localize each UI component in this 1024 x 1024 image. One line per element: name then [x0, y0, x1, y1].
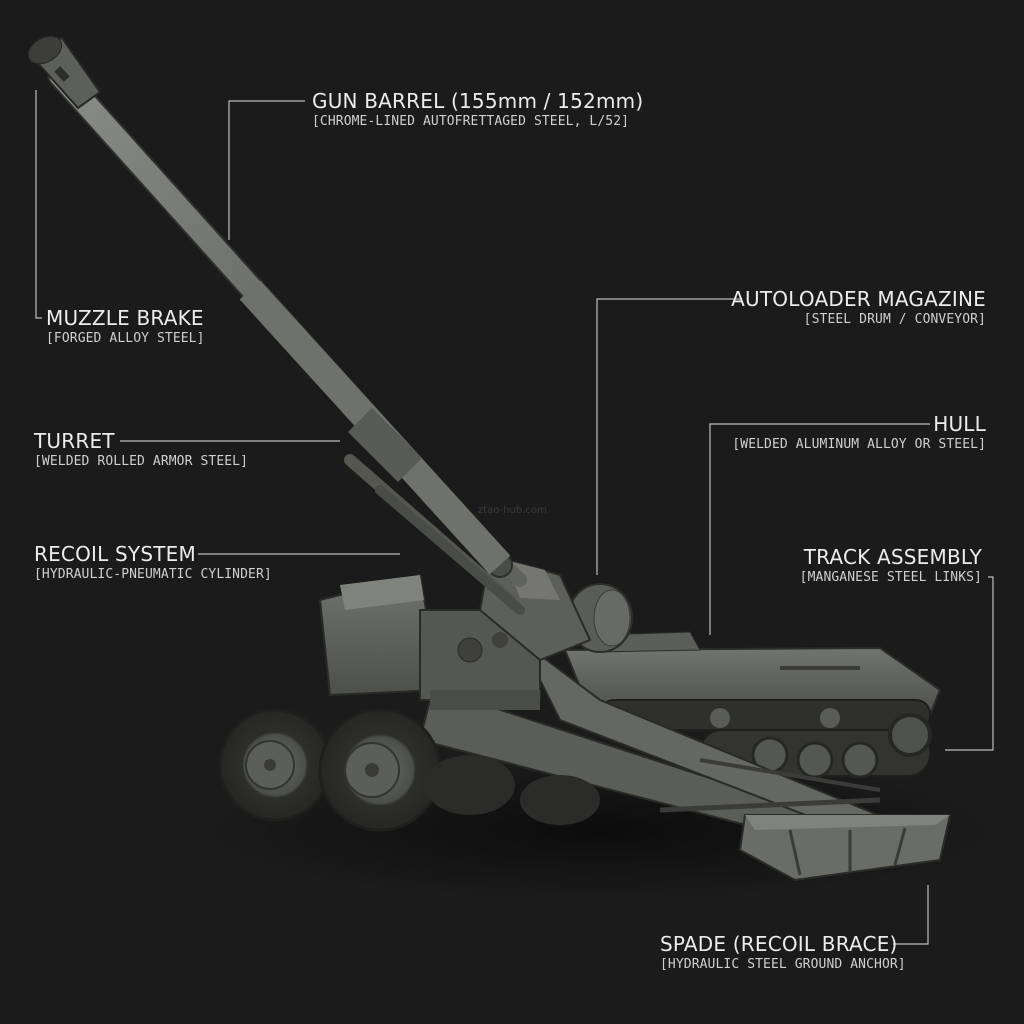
spade: [738, 814, 952, 882]
label-muzzle-brake-sub: [FORGED ALLOY STEEL]: [46, 331, 205, 346]
label-gun-barrel-sub: [CHROME-LINED AUTOFRETTAGED STEEL, L/52]: [312, 114, 630, 129]
label-recoil-system-title: RECOIL SYSTEM: [34, 542, 196, 566]
leader-gun-barrel: [228, 100, 305, 240]
label-gun-barrel-title: GUN BARREL (155mm / 152mm): [312, 89, 644, 113]
label-hull: HULL [WELDED ALUMINUM ALLOY OR STEEL]: [732, 412, 986, 454]
label-recoil-system: RECOIL SYSTEM [HYDRAULIC-PNEUMATIC CYLIN…: [34, 542, 272, 584]
leader-lines: [35, 90, 994, 945]
label-turret-title: TURRET: [34, 429, 115, 453]
gun-barrel: [47, 62, 513, 578]
label-spade: SPADE (RECOIL BRACE) [HYDRAULIC STEEL GR…: [660, 932, 906, 974]
label-turret: TURRET [WELDED ROLLED ARMOR STEEL]: [34, 429, 248, 471]
label-hull-sub: [WELDED ALUMINUM ALLOY OR STEEL]: [732, 437, 986, 452]
label-spade-sub: [HYDRAULIC STEEL GROUND ANCHOR]: [660, 957, 906, 972]
label-autoloader-title: AUTOLOADER MAGAZINE: [731, 287, 986, 311]
leader-autoloader: [596, 298, 742, 575]
label-gun-barrel: GUN BARREL (155mm / 152mm) [CHROME-LINED…: [312, 89, 643, 131]
wheel-rear: [425, 755, 600, 825]
leader-muzzle-brake: [35, 90, 42, 319]
label-recoil-system-sub: [HYDRAULIC-PNEUMATIC CYLINDER]: [34, 567, 272, 582]
label-hull-title: HULL: [933, 412, 986, 436]
label-muzzle-brake: MUZZLE BRAKE [FORGED ALLOY STEEL]: [46, 306, 205, 348]
leader-spade: [893, 885, 929, 945]
watermark-text: ztao-hub.com: [478, 505, 547, 516]
label-spade-title: SPADE (RECOIL BRACE): [660, 932, 898, 956]
label-track: TRACK ASSEMBLY [MANGANESE STEEL LINKS]: [800, 545, 982, 587]
muzzle-brake: [26, 35, 102, 110]
label-autoloader-sub: [STEEL DRUM / CONVEYOR]: [803, 312, 986, 327]
label-track-sub: [MANGANESE STEEL LINKS]: [799, 570, 982, 585]
leader-hull: [709, 423, 930, 635]
wheel-front-left: [218, 708, 332, 822]
wheel-front-right: [318, 708, 442, 832]
label-muzzle-brake-title: MUZZLE BRAKE: [46, 306, 204, 330]
label-turret-sub: [WELDED ROLLED ARMOR STEEL]: [34, 454, 249, 469]
track-assembly: [599, 699, 932, 779]
label-track-title: TRACK ASSEMBLY: [803, 545, 982, 569]
leader-track: [945, 576, 994, 751]
label-autoloader: AUTOLOADER MAGAZINE [STEEL DRUM / CONVEY…: [731, 287, 986, 329]
